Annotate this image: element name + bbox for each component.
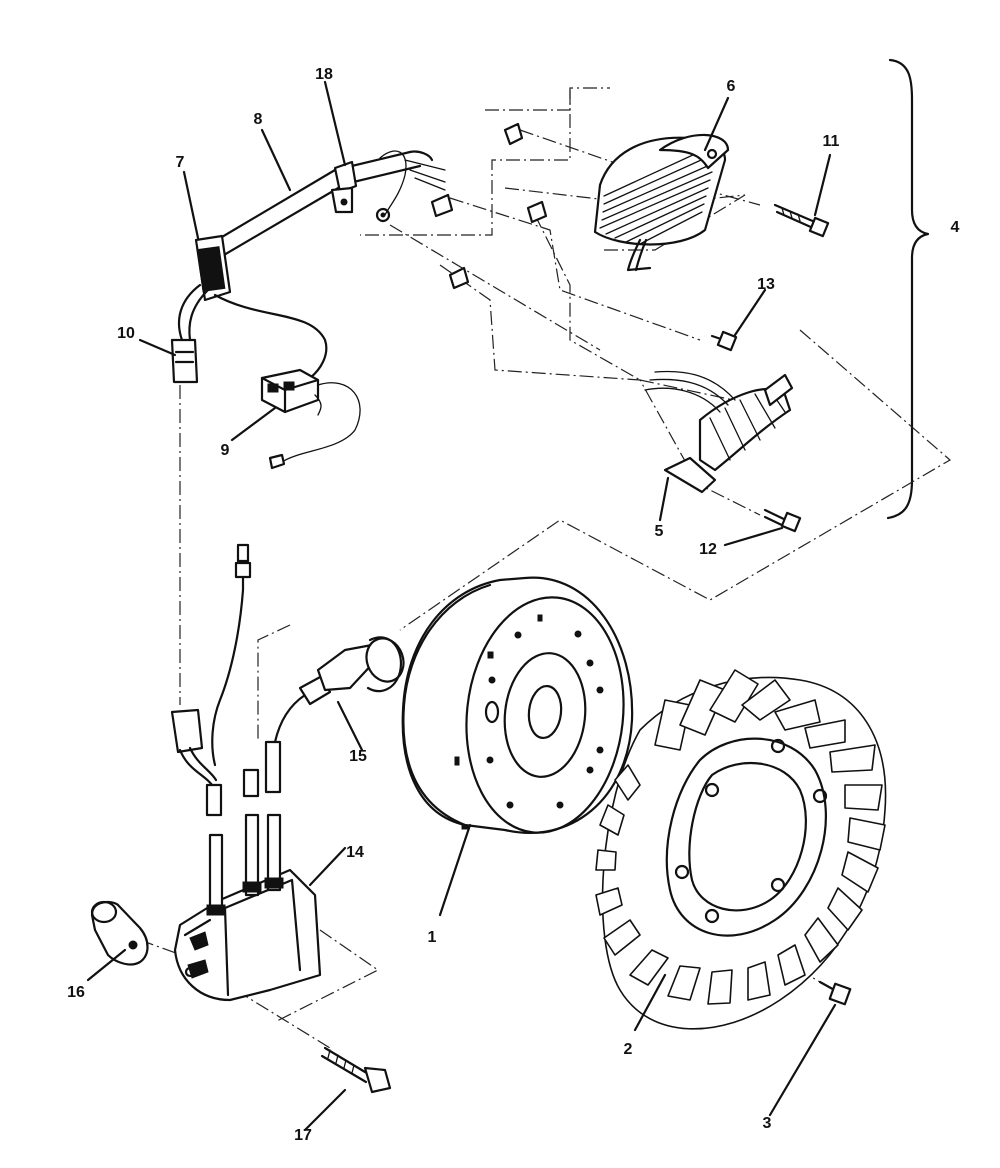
- spacer: [90, 900, 149, 966]
- harness-clamp: [330, 160, 358, 214]
- fan-bolt: [818, 980, 852, 1006]
- screw-11: [773, 203, 830, 238]
- spacer-tubes: [430, 122, 548, 290]
- callout-14: 14: [346, 844, 364, 861]
- stator-coil-upper: [593, 133, 730, 272]
- callout-1: 1: [427, 929, 437, 946]
- callout-4: 4: [950, 219, 960, 236]
- callout-12: 12: [699, 541, 717, 558]
- wiring-harness: [198, 150, 446, 264]
- coil-wires: [170, 543, 252, 787]
- callout-7: 7: [175, 154, 185, 171]
- callout-18: 18: [315, 66, 333, 83]
- callout-15: 15: [349, 748, 367, 765]
- switch-unit: [260, 368, 361, 470]
- callout-11: 11: [822, 133, 840, 150]
- callout-3: 3: [762, 1115, 772, 1132]
- cooling-fan: [595, 669, 887, 1030]
- flywheel: [401, 576, 634, 834]
- stator-coil-lower: [644, 370, 794, 494]
- callout-13: 13: [757, 276, 775, 293]
- callout-8: 8: [253, 111, 263, 128]
- connector: [170, 338, 199, 384]
- callout-5: 5: [654, 523, 664, 540]
- callout-2: 2: [623, 1041, 633, 1058]
- screw-12: [763, 508, 802, 533]
- ring-terminal: [375, 207, 391, 223]
- callout-17: 17: [294, 1127, 312, 1144]
- ignition-coil: [173, 740, 322, 1002]
- callout-10: 10: [117, 325, 135, 342]
- callout-16: 16: [67, 984, 85, 1001]
- screw-13: [710, 330, 738, 352]
- leader-lines: [86, 80, 837, 1132]
- assembly-bracket: [886, 58, 930, 520]
- callout-6: 6: [726, 78, 736, 95]
- callout-9: 9: [220, 442, 230, 459]
- coil-bolt: [320, 1046, 392, 1094]
- spark-plug-cap: [273, 636, 405, 744]
- grommet: [194, 234, 232, 302]
